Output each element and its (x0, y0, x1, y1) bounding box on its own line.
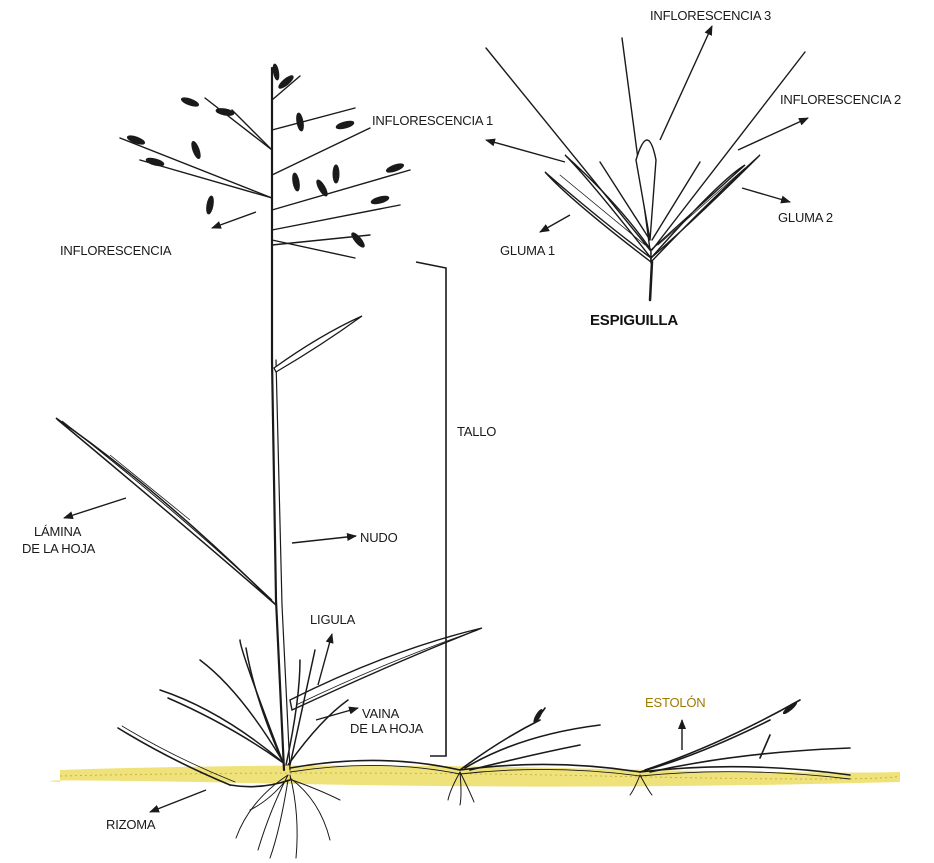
basal-leaves (160, 640, 348, 765)
arrow-lamina (64, 498, 126, 518)
label-estolon: ESTOLÓN (645, 695, 706, 710)
arrow-inflorescencia-2 (738, 118, 808, 150)
leaf-blade (56, 418, 276, 605)
tallo-bracket (416, 262, 446, 756)
arrow-inflorescencia-1 (486, 140, 565, 162)
arrow-vaina (316, 708, 358, 720)
arrow-nudo (292, 536, 356, 543)
arrow-inflorescencia-3 (660, 26, 712, 140)
label-vaina-line1: VAINA (362, 706, 399, 721)
label-inflorescencia-2: INFLORESCENCIA 2 (780, 92, 901, 107)
spikelet-detail (486, 38, 805, 300)
label-gluma-1: GLUMA 1 (500, 243, 555, 258)
panicle (120, 76, 410, 258)
label-inflorescencia-3: INFLORESCENCIA 3 (650, 8, 771, 23)
label-inflorescencia-1: INFLORESCENCIA 1 (372, 113, 493, 128)
label-tallo: TALLO (457, 424, 496, 439)
arrow-rizoma (150, 790, 206, 812)
arrow-gluma-1 (540, 215, 570, 232)
label-gluma-2: GLUMA 2 (778, 210, 833, 225)
upper-leaf (274, 316, 362, 372)
arrow-inflorescencia (212, 212, 256, 228)
label-inflorescencia: INFLORESCENCIA (60, 243, 171, 258)
arrow-ligula (318, 634, 332, 685)
label-lamina-line1: LÁMINA (34, 524, 81, 539)
panicle-spikelets (127, 64, 405, 249)
right-long-leaf (290, 628, 482, 710)
arrow-gluma-2 (742, 188, 790, 202)
label-nudo: NUDO (360, 530, 397, 545)
label-rizoma: RIZOMA (106, 817, 155, 832)
label-lamina-line2: DE LA HOJA (22, 541, 95, 556)
label-vaina-line2: DE LA HOJA (350, 721, 423, 736)
label-ligula: LIGULA (310, 612, 355, 627)
label-espiguilla: ESPIGUILLA (590, 313, 678, 328)
